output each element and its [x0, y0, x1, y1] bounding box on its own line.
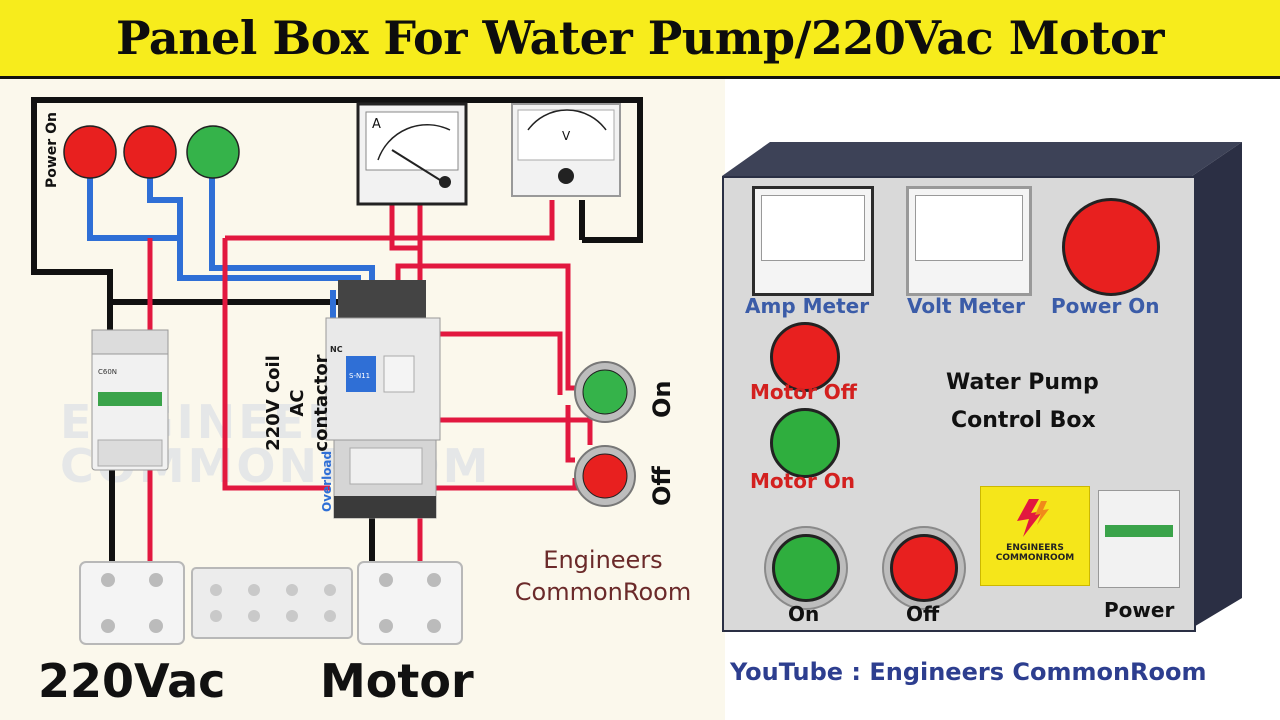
- off-button-label: Off: [906, 602, 940, 626]
- voltmeter-diagram: V: [511, 103, 621, 197]
- power-on-light: [1062, 198, 1160, 296]
- on-button-diagram: [574, 361, 636, 423]
- red-wire-on-1: [395, 263, 575, 391]
- brand-credit: Engineers CommonRoom: [496, 544, 710, 608]
- volt-meter-dial: [915, 195, 1023, 262]
- red-wire-off: [440, 417, 593, 445]
- contactor-nc: NC: [330, 345, 343, 354]
- voltmeter-letter: V: [562, 129, 571, 143]
- red-wires: [147, 200, 593, 565]
- supply-label: 220Vac: [38, 654, 226, 708]
- red-wire-on-off: [565, 405, 575, 463]
- motor-on-label: Motor On: [750, 469, 856, 493]
- off-button[interactable]: [890, 534, 958, 602]
- contactor-tag: S-N11: [349, 372, 370, 380]
- terminal-blocks: [79, 561, 463, 645]
- box-title-line-2: Control Box: [951, 408, 1096, 433]
- lightning-icon: [1017, 499, 1049, 537]
- volt-meter-label: Volt Meter: [907, 294, 1025, 318]
- black-wire-top: [31, 97, 643, 330]
- box-title-line-1: Water Pump: [946, 370, 1099, 395]
- on-button[interactable]: [772, 534, 840, 602]
- motor-off-label: Motor Off: [750, 380, 857, 404]
- power-on-label: Power On: [1051, 294, 1160, 318]
- motor-label: Motor: [320, 654, 474, 708]
- red-wire-on-2: [440, 331, 563, 395]
- mcb-tag: C60N: [98, 368, 117, 376]
- red-wire-amp-1: [389, 205, 423, 290]
- ammeter-letter: A: [372, 117, 381, 132]
- ammeter-diagram: A: [356, 102, 468, 206]
- youtube-credit: YouTube : Engineers CommonRoom: [730, 658, 1207, 686]
- motor-on-light: [770, 408, 840, 478]
- contactor-diagram: S-N11 NC: [325, 280, 441, 519]
- logo-text: ENGINEERS COMMONROOM: [995, 543, 1075, 563]
- on-vertical-label: On: [648, 380, 676, 419]
- off-button-diagram: [574, 445, 636, 507]
- red-light-1: [63, 125, 117, 179]
- red-wire-volt: [225, 200, 555, 241]
- red-wire-overload: [430, 478, 578, 491]
- green-light: [186, 125, 240, 179]
- mcb-diagram: C60N: [91, 329, 169, 471]
- blue-wire-2: [147, 170, 183, 238]
- contactor-vertical-label: 220V Coil AC contactor: [263, 354, 332, 452]
- box-side-face: [1192, 142, 1242, 628]
- off-vertical-label: Off: [648, 466, 676, 506]
- power-on-vertical-label: Power On: [44, 112, 60, 188]
- brand-logo: ENGINEERS COMMONROOM: [980, 486, 1090, 586]
- volt-meter: [906, 186, 1032, 296]
- on-button-label: On: [788, 602, 820, 626]
- page-title: Panel Box For Water Pump/220Vac Motor: [116, 11, 1164, 65]
- blue-wire-3: [209, 170, 375, 290]
- amp-meter-dial: [761, 195, 865, 262]
- brand-line-1: Engineers: [543, 546, 663, 574]
- overload-vertical-label: Overload: [320, 450, 334, 512]
- amp-meter: [752, 186, 874, 296]
- motor-off-light: [770, 322, 840, 392]
- amp-meter-label: Amp Meter: [745, 294, 870, 318]
- red-wire-left: [222, 238, 330, 491]
- title-banner: Panel Box For Water Pump/220Vac Motor: [0, 0, 1280, 79]
- breaker-toggle[interactable]: [1105, 525, 1173, 537]
- power-breaker-label: Power: [1104, 598, 1175, 622]
- box-top-face: [722, 142, 1242, 176]
- red-light-2: [123, 125, 177, 179]
- brand-line-2: CommonRoom: [514, 578, 692, 606]
- power-breaker[interactable]: [1098, 490, 1180, 588]
